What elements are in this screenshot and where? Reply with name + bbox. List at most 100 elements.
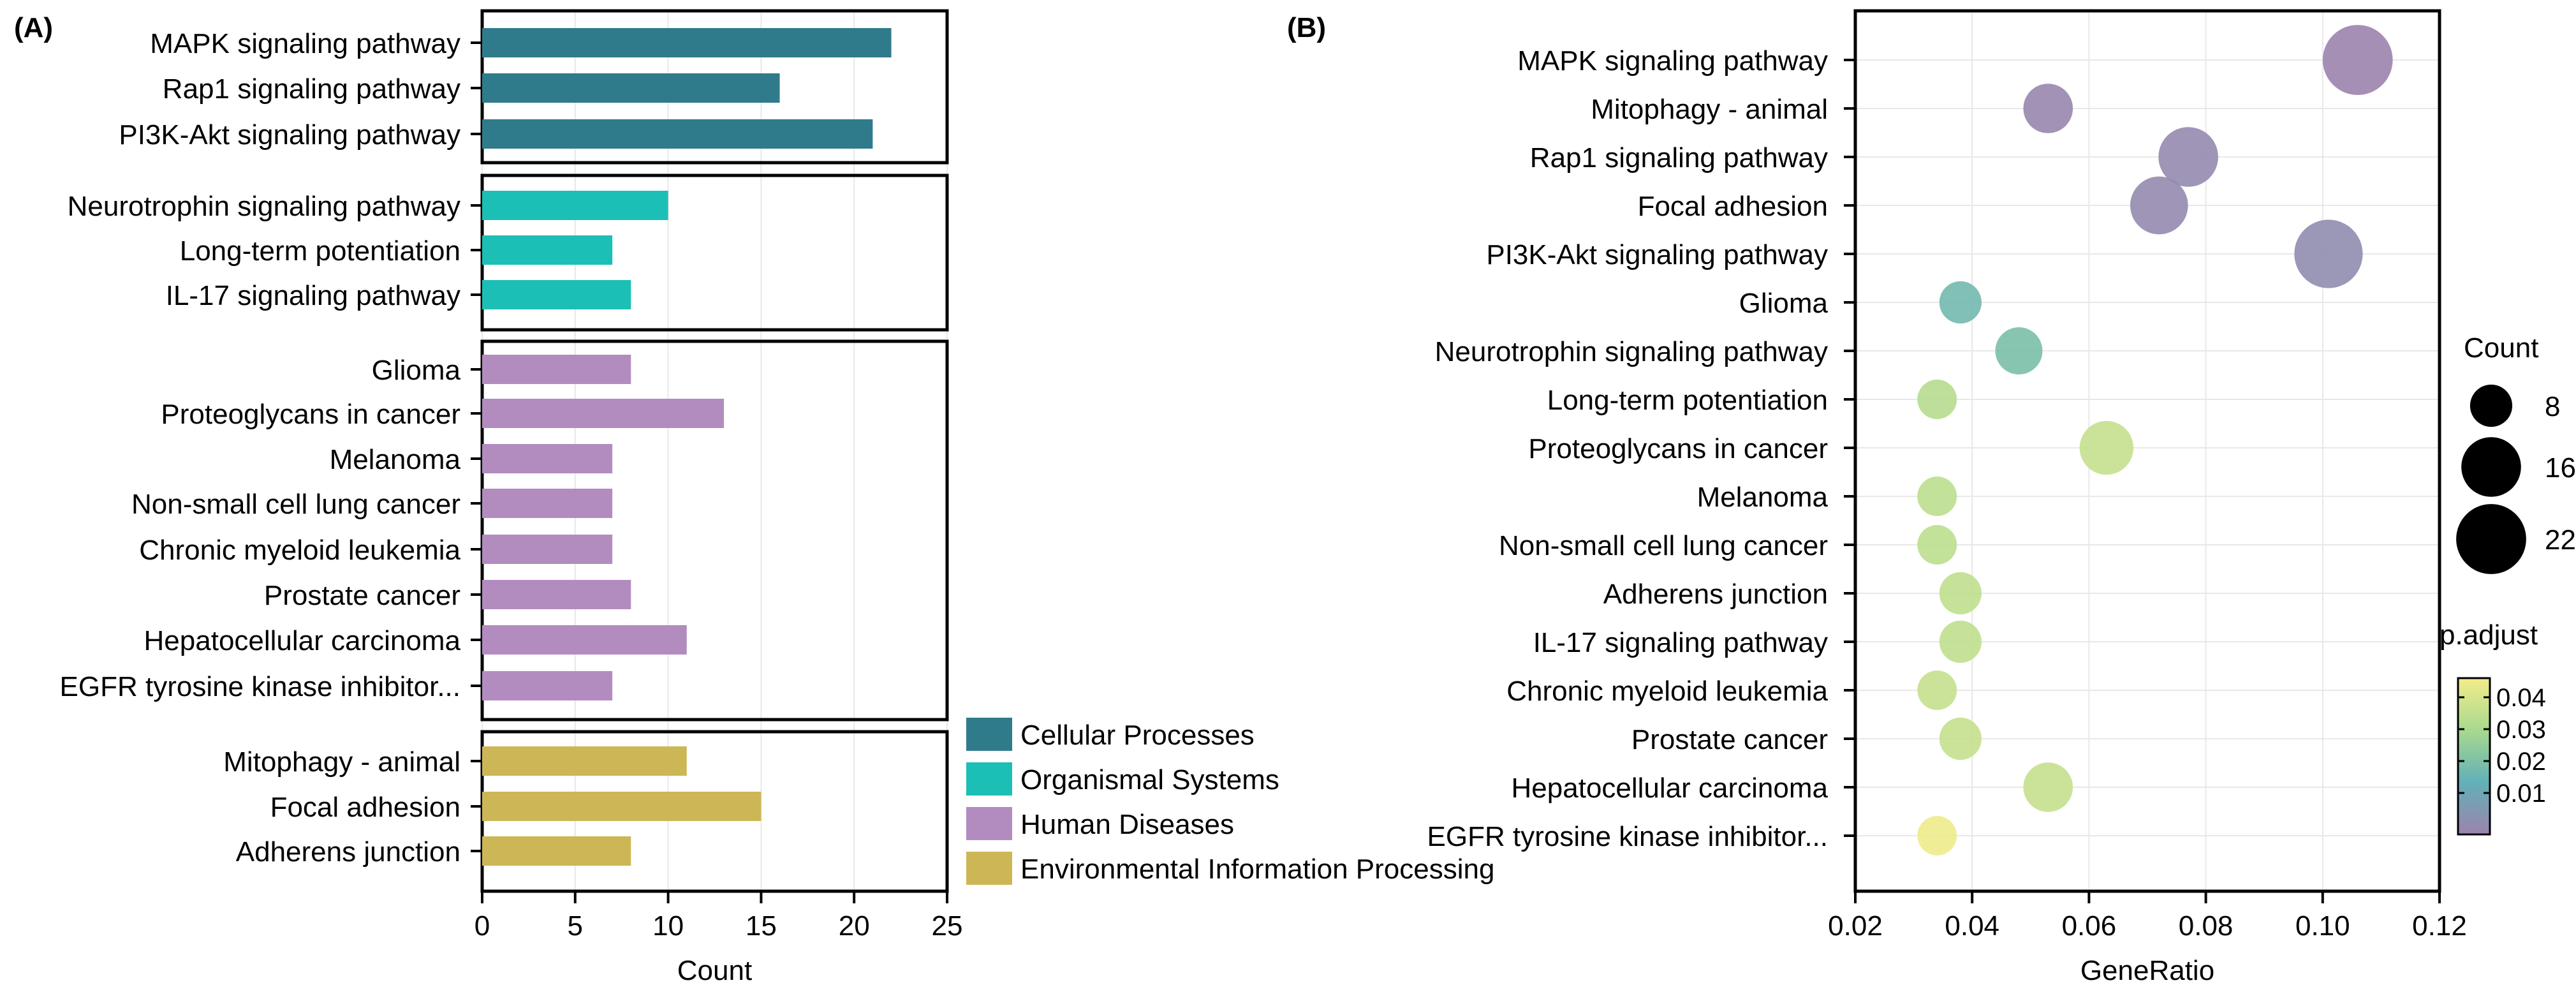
bubble <box>1917 525 1957 565</box>
x-tick-label: 0.04 <box>1945 910 1999 942</box>
y-tick-label: Adherens junction <box>1603 579 1828 610</box>
x-tick-label: 5 <box>568 910 583 942</box>
legend-swatch <box>966 718 1012 751</box>
legend-swatch <box>966 807 1012 840</box>
bar <box>482 73 780 103</box>
bar <box>482 280 631 309</box>
x-tick-label: 10 <box>652 910 684 942</box>
y-tick-label: Melanoma <box>1697 482 1829 513</box>
bar <box>482 28 892 57</box>
y-tick-label: Neurotrophin signaling pathway <box>1435 336 1828 367</box>
bar <box>482 746 687 776</box>
bubble <box>2158 127 2218 187</box>
bar <box>482 671 613 700</box>
y-tick-label: Glioma <box>1739 288 1829 319</box>
y-tick-label: Non-small cell lung cancer <box>1499 530 1828 561</box>
size-legend-label: 22 <box>2545 524 2576 556</box>
color-legend-bar <box>2457 677 2491 836</box>
y-tick-label: Proteoglycans in cancer <box>161 399 460 430</box>
legend-label: Cellular Processes <box>1020 720 1255 751</box>
size-legend-dot <box>2469 384 2513 427</box>
bar <box>482 355 631 384</box>
x-tick-label: 0.10 <box>2295 910 2350 942</box>
x-tick-label: 15 <box>746 910 777 942</box>
y-tick-label: PI3K-Akt signaling pathway <box>119 119 460 151</box>
legend-swatch <box>966 762 1012 796</box>
x-tick-label: 0.06 <box>2062 910 2117 942</box>
bubble <box>2322 25 2393 95</box>
size-legend-dot <box>2461 437 2521 497</box>
bar <box>482 792 762 821</box>
bar <box>482 580 631 609</box>
bubble <box>1917 380 1957 419</box>
color-legend-label: 0.02 <box>2496 748 2546 776</box>
bubble <box>2023 762 2073 812</box>
y-tick-label: Long-term potentiation <box>180 235 460 267</box>
y-tick-label: IL-17 signaling pathway <box>1533 627 1828 658</box>
color-legend-label: 0.04 <box>2496 684 2546 712</box>
bar <box>482 836 631 866</box>
bubble <box>1939 281 1982 324</box>
y-tick-label: Prostate cancer <box>264 580 460 611</box>
y-tick-label: EGFR tyrosine kinase inhibitor... <box>1427 821 1828 852</box>
bubble <box>1995 327 2043 374</box>
y-tick-label: Focal adhesion <box>1638 191 1828 222</box>
x-axis-title: GeneRatio <box>2080 955 2214 986</box>
legend-swatch <box>966 852 1012 885</box>
size-legend-dot <box>2456 504 2526 574</box>
y-tick-label: Focal adhesion <box>270 792 460 823</box>
legend-label: Human Diseases <box>1020 809 1234 840</box>
y-tick-label: PI3K-Akt signaling pathway <box>1486 239 1828 270</box>
color-legend-label: 0.01 <box>2496 780 2546 808</box>
plot-frame <box>1853 9 2441 893</box>
bar <box>482 444 613 473</box>
x-tick-label: 25 <box>932 910 963 942</box>
y-tick-label: Long-term potentiation <box>1547 385 1828 416</box>
size-legend-label: 16 <box>2545 452 2576 484</box>
bar <box>482 235 613 265</box>
bar <box>482 625 687 655</box>
size-legend-label: 8 <box>2545 391 2560 422</box>
bar <box>482 535 613 564</box>
y-tick-label: Mitophagy - animal <box>223 746 460 778</box>
size-legend-title: Count <box>2464 332 2538 364</box>
y-tick-label: Chronic myeloid leukemia <box>1506 676 1828 707</box>
bar <box>482 119 873 149</box>
bubble <box>1939 717 1982 760</box>
y-tick-label: Rap1 signaling pathway <box>163 73 460 105</box>
y-tick-label: Chronic myeloid leukemia <box>139 535 460 566</box>
y-tick-label: Prostate cancer <box>1631 724 1828 755</box>
bubble <box>1917 816 1957 855</box>
y-tick-label: Neurotrophin signaling pathway <box>68 191 460 222</box>
color-legend-label: 0.03 <box>2496 716 2546 744</box>
bubble <box>1939 572 1982 615</box>
legend-label: Environmental Information Processing <box>1020 854 1494 885</box>
x-tick-label: 0.08 <box>2179 910 2234 942</box>
y-tick-label: Adherens junction <box>236 836 460 868</box>
y-tick-label: Non-small cell lung cancer <box>131 489 460 520</box>
bubble <box>2079 420 2134 475</box>
x-tick-label: 20 <box>839 910 870 942</box>
legend-label: Organismal Systems <box>1020 764 1279 796</box>
bubble <box>1917 670 1957 710</box>
x-tick-label: 0 <box>475 910 490 942</box>
y-tick-label: Hepatocellular carcinoma <box>1512 773 1829 804</box>
y-tick-label: IL-17 signaling pathway <box>166 280 460 311</box>
bubble <box>2023 84 2073 133</box>
group-frame <box>480 339 949 722</box>
y-tick-label: MAPK signaling pathway <box>150 28 460 59</box>
panel-label-a: (A) <box>14 12 53 43</box>
bubble <box>2130 176 2188 235</box>
x-tick-label: 0.12 <box>2412 910 2467 942</box>
bar <box>482 191 668 220</box>
x-tick-label: 0.02 <box>1828 910 1883 942</box>
y-tick-label: Glioma <box>372 355 461 386</box>
bubble <box>2294 219 2363 288</box>
bubble <box>1917 477 1957 516</box>
y-tick-label: MAPK signaling pathway <box>1517 45 1828 77</box>
bar <box>482 489 613 518</box>
y-tick-label: EGFR tyrosine kinase inhibitor... <box>60 671 460 702</box>
x-axis-title: Count <box>677 955 752 986</box>
